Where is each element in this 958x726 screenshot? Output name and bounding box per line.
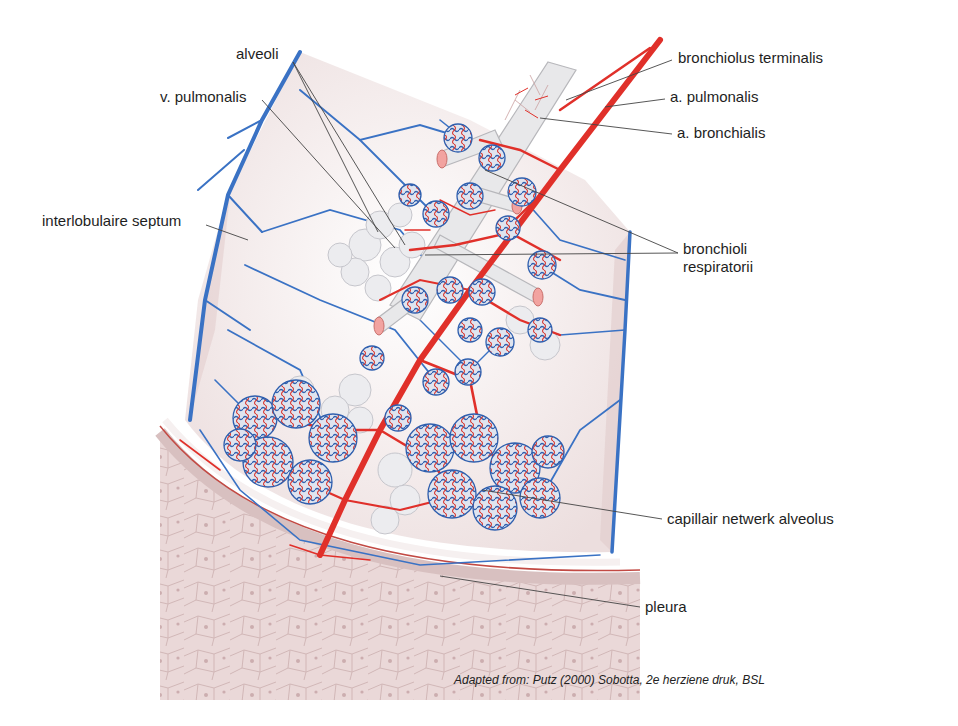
part-label: a. pulmonalis	[670, 88, 758, 106]
part-label: bronchioli respiratorii	[683, 240, 793, 276]
part-label: pleura	[645, 598, 687, 616]
source-caption: Adapted from: Putz (2000) Sobotta, 2e he…	[454, 673, 765, 687]
part-label: a. bronchialis	[677, 124, 765, 142]
part-label: interlobulaire septum	[42, 212, 181, 230]
part-label: v. pulmonalis	[160, 88, 246, 106]
part-label: alveoli	[236, 45, 279, 63]
part-label: bronchiolus terminalis	[678, 49, 823, 67]
part-label: capillair netwerk alveolus	[667, 510, 834, 528]
